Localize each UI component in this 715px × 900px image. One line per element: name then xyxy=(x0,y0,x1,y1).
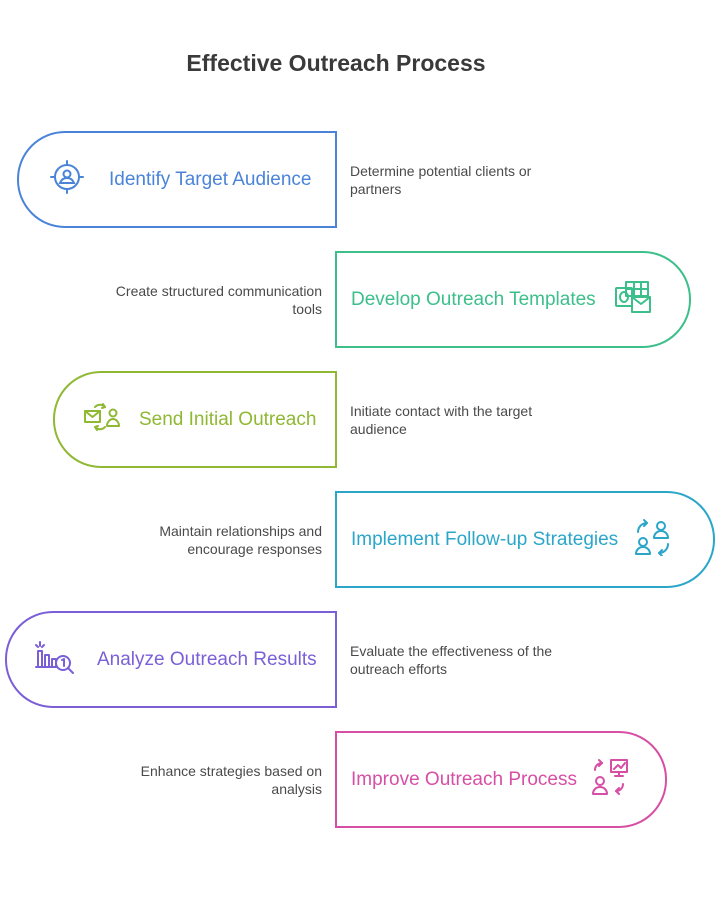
step-1: Identify Target Audience Determine poten… xyxy=(0,131,715,228)
step-4-label: Implement Follow-up Strategies xyxy=(351,528,619,550)
chart-magnify-icon xyxy=(35,639,75,680)
step-1-label: Identify Target Audience xyxy=(109,168,312,190)
step-3-pill: Send Initial Outreach xyxy=(53,371,337,468)
step-6-pill: Improve Outreach Process xyxy=(335,731,667,828)
step-6-label: Improve Outreach Process xyxy=(351,768,577,790)
step-5-pill: Analyze Outreach Results xyxy=(5,611,337,708)
step-4-pill: Implement Follow-up Strategies xyxy=(335,491,715,588)
mail-send-person-icon xyxy=(83,399,121,440)
outlook-template-icon xyxy=(614,279,652,320)
diagram-title: Effective Outreach Process xyxy=(186,50,486,76)
step-3-description: Initiate contact with the target audienc… xyxy=(350,403,533,437)
step-1-description: Determine potential clients or partners xyxy=(350,163,532,197)
step-5-description: Evaluate the effectiveness of the outrea… xyxy=(350,643,553,677)
presentation-improve-icon xyxy=(591,758,629,801)
step-5-label: Analyze Outreach Results xyxy=(97,648,317,670)
step-6: Enhance strategies based on analysis Imp… xyxy=(0,731,715,828)
people-exchange-icon xyxy=(634,518,672,561)
step-2: Create structured communication tools De… xyxy=(0,251,715,348)
step-1-pill: Identify Target Audience xyxy=(17,131,337,228)
step-4-description: Maintain relationships and encourage res… xyxy=(159,523,322,557)
step-3-label: Send Initial Outreach xyxy=(139,408,317,430)
step-3: Send Initial Outreach Initiate contact w… xyxy=(0,371,715,468)
step-2-description: Create structured communication tools xyxy=(115,283,322,317)
step-4: Maintain relationships and encourage res… xyxy=(0,491,715,588)
step-2-label: Develop Outreach Templates xyxy=(351,288,596,310)
step-5: Analyze Outreach Results Evaluate the ef… xyxy=(0,611,715,708)
step-2-pill: Develop Outreach Templates xyxy=(335,251,691,348)
target-person-icon xyxy=(49,159,85,200)
step-6-description: Enhance strategies based on analysis xyxy=(140,763,322,797)
